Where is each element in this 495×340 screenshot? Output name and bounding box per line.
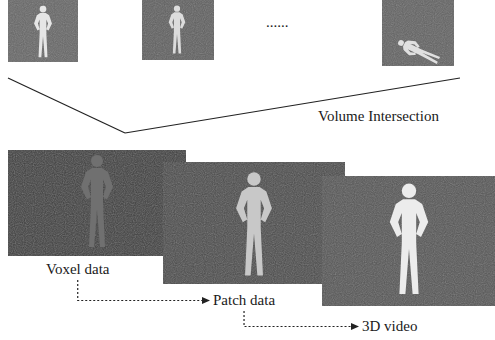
text-node: Patch data — [211, 292, 277, 309]
converge-line — [125, 78, 460, 133]
patch-image — [163, 162, 345, 284]
flow-arrow — [244, 311, 358, 327]
text-node: Voxel data — [44, 261, 111, 278]
figure-label: ...... — [266, 14, 289, 31]
converge-line — [8, 78, 125, 133]
camera-image — [382, 0, 454, 67]
text-node: 3D video — [360, 318, 419, 335]
node-label: Patch data — [213, 292, 275, 308]
flow-arrow — [78, 280, 209, 301]
camera-image — [8, 0, 78, 62]
figure-label: Volume Intersection — [318, 108, 439, 125]
camera-image — [142, 0, 214, 60]
node-label: Voxel data — [46, 261, 109, 277]
video-image — [322, 176, 495, 306]
voxel-image — [8, 150, 186, 256]
node-label: 3D video — [362, 318, 417, 334]
